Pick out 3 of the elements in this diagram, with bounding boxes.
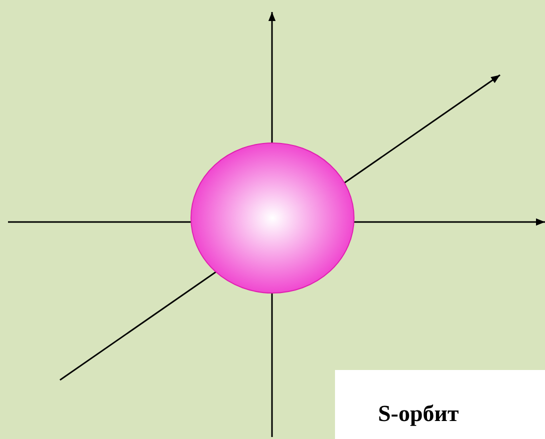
caption-text: S-орбит xyxy=(378,401,459,427)
sphere xyxy=(190,142,355,294)
label-card xyxy=(335,370,545,439)
